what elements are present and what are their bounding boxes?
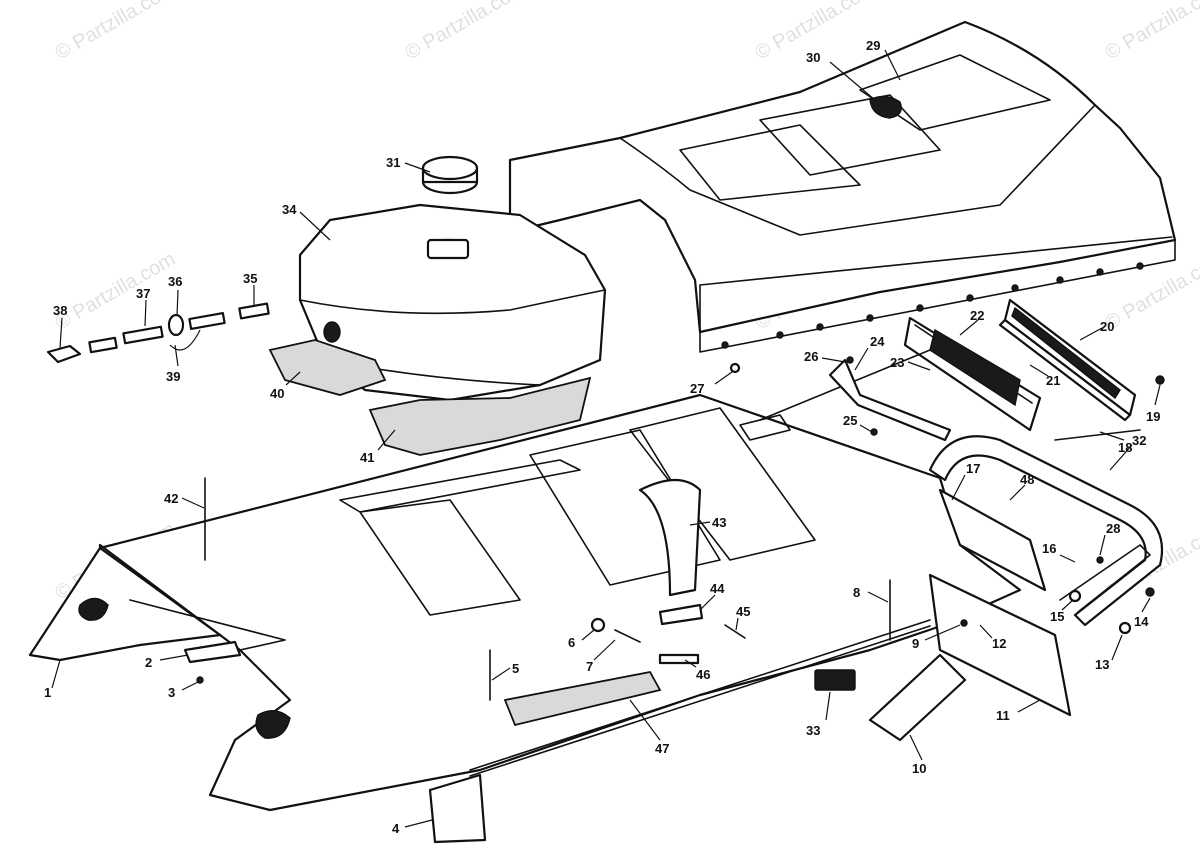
watermark-text: © Partzilla.com [52,248,180,334]
callout-40: 40 [270,386,284,401]
light-bracket [828,358,952,442]
watermark-text: © Partzilla.com [402,0,530,64]
callout-30: 30 [806,50,820,65]
flap-bracket [868,653,967,742]
snow-flap [928,573,1072,717]
callout-39: 39 [166,369,180,384]
gas-cap [421,155,479,195]
rear-plate [938,488,1047,592]
callout-34: 34 [282,202,297,217]
hardware [196,356,1165,701]
tank-pad-upper [268,339,387,396]
callout-8: 8 [853,585,860,600]
callout-37: 37 [136,286,150,301]
callout-43: 43 [712,515,726,530]
callout-2: 2 [145,655,152,670]
hinge-bracket [183,640,242,664]
callout-25: 25 [843,413,857,428]
callout-11: 11 [996,708,1010,723]
callout-28: 28 [1106,521,1120,536]
watermark-text: © Partzilla.com [1102,0,1200,64]
watermark-text: © Partzilla.com [1102,248,1200,334]
tail-light [739,298,1137,441]
callout-48: 48 [1020,472,1034,487]
callout-29: 29 [866,38,880,53]
watermark-text: © Partzilla.com [52,0,180,64]
callout-5: 5 [512,661,519,676]
body-pan [28,393,1022,812]
callout-3: 3 [168,685,175,700]
callout-46: 46 [696,667,710,682]
callout-7: 7 [586,659,593,674]
rear-bumper [928,435,1164,627]
callout-36: 36 [168,274,182,289]
tail-light-lens [929,328,1021,407]
callout-6: 6 [568,635,575,650]
callout-18: 18 [1118,440,1132,455]
body-pan-cutout-left [78,597,109,621]
callout-42: 42 [164,491,178,506]
side-hook [658,603,704,626]
callouts: 1 2 3 4 5 6 7 8 9 10 11 12 13 14 15 16 1… [44,38,1161,836]
callout-31: 31 [386,155,400,170]
gas-tank [298,203,607,402]
callout-41: 41 [360,450,374,465]
seat-emblem [869,95,902,119]
callout-20: 20 [1100,319,1114,334]
callout-16: 16 [1042,541,1056,556]
callout-13: 13 [1095,657,1109,672]
callout-47: 47 [655,741,669,756]
callout-23: 23 [890,355,904,370]
callout-4: 4 [392,821,400,836]
callout-33: 33 [806,723,820,738]
callout-32: 32 [1132,433,1146,448]
callout-17: 17 [966,461,980,476]
callout-27: 27 [690,381,704,396]
callout-12: 12 [992,636,1006,651]
callout-21: 21 [1046,373,1060,388]
seat-rivets [721,262,1144,349]
seat [508,20,1177,353]
callout-38: 38 [53,303,67,318]
running-board-pad [503,670,662,727]
callout-24: 24 [870,334,885,349]
callout-10: 10 [912,761,926,776]
callout-19: 19 [1146,409,1160,424]
callout-44: 44 [710,581,725,596]
hood-strap [638,479,702,597]
reflector [814,669,856,691]
step-bar [658,653,700,665]
callout-26: 26 [804,349,818,364]
callout-22: 22 [970,308,984,323]
body-pan-cutout-lower [255,710,291,739]
callout-14: 14 [1134,614,1149,629]
callout-35: 35 [243,271,257,286]
callout-1: 1 [44,685,51,700]
callout-15: 15 [1050,609,1064,624]
callout-9: 9 [912,636,919,651]
callout-45: 45 [736,604,750,619]
hitch-bracket [428,773,487,844]
fuel-line-assembly [46,302,270,364]
tank-pad-lower [368,376,592,456]
